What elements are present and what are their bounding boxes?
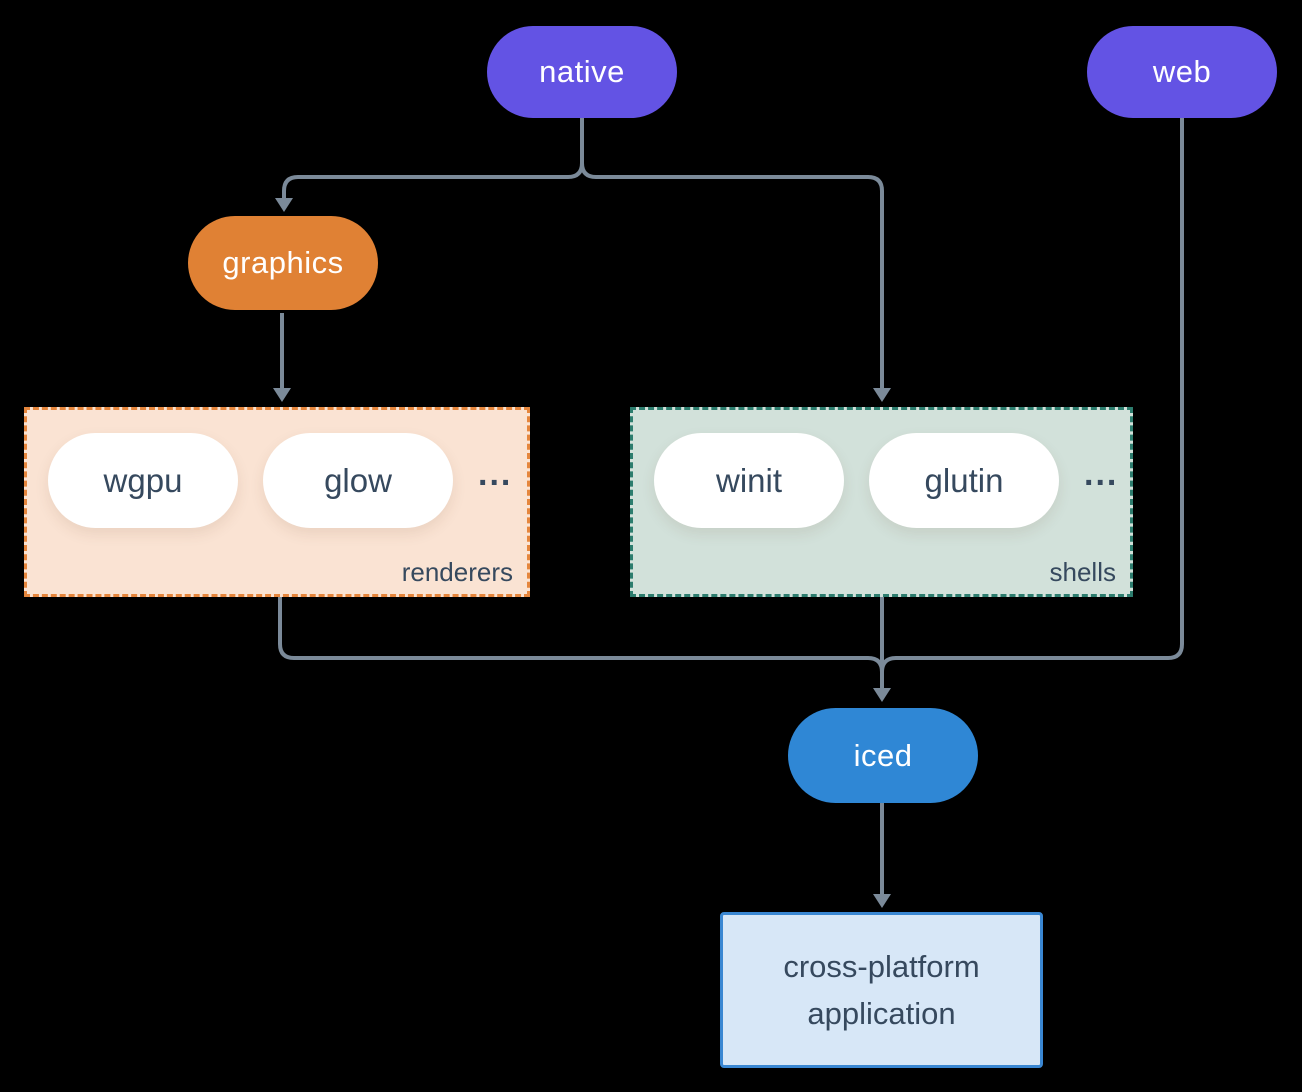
node-glow: glow [263,433,453,528]
node-wgpu-label: wgpu [103,461,183,499]
node-wgpu: wgpu [48,433,238,528]
node-web: web [1087,26,1277,118]
edge-native-to-graphics [275,118,584,212]
node-graphics-label: graphics [222,245,344,280]
node-graphics: graphics [188,216,378,310]
node-winit-label: winit [715,461,783,499]
node-winit: winit [654,433,844,528]
group-label-renderers: renderers [401,557,513,587]
shells-ellipsis: ... [1084,455,1119,493]
node-glutin: glutin [869,433,1059,528]
node-native-label: native [539,54,625,89]
node-application: cross-platform application [720,912,1043,1068]
node-iced: iced [788,708,978,803]
group-label-shells: shells [1049,557,1116,587]
group-renderers: wgpu glow ... renderers [24,407,530,597]
edge-native-to-shells [580,118,891,402]
node-native: native [487,26,677,118]
edge-renderers-to-junction [278,597,884,673]
renderers-ellipsis: ... [478,455,513,493]
node-glutin-label: glutin [924,461,1004,499]
renderers-row: wgpu glow ... [27,433,512,528]
node-iced-label: iced [853,737,913,773]
node-application-label: cross-platform application [783,949,980,1031]
shells-row: winit glutin ... [633,433,1118,528]
node-glow-label: glow [324,461,392,499]
node-web-label: web [1152,54,1212,89]
group-shells: winit glutin ... shells [630,407,1133,597]
